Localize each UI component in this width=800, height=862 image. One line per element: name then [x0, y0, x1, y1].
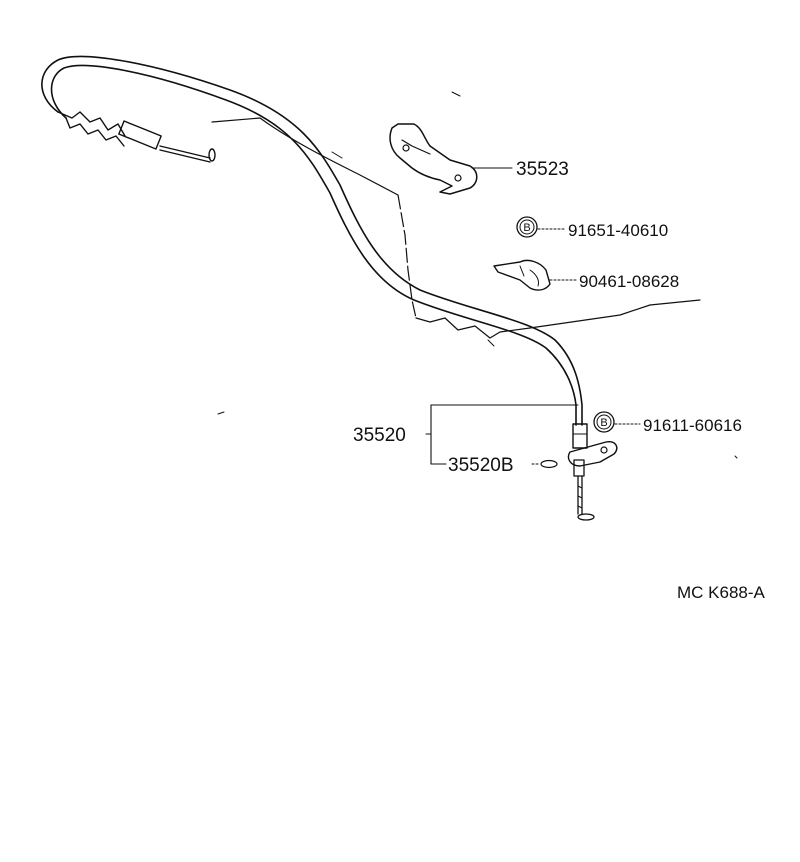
- body-outline: [211, 91, 738, 459]
- bolt-badge-1: B: [516, 216, 538, 238]
- part-number-35520B: 35520B: [448, 455, 514, 476]
- throttle-cable: [41, 55, 583, 426]
- part-number-35523: 35523: [516, 159, 569, 180]
- part-number-35520: 35520: [353, 425, 406, 446]
- cable-end-left: [57, 111, 216, 163]
- part-number-91651: 91651-40610: [568, 221, 668, 240]
- part-number-90461: 90461-08628: [579, 272, 679, 291]
- badge-letter-2: B: [600, 417, 607, 429]
- badge-letter-1: B: [523, 222, 530, 234]
- part-number-91611: 91611-60616: [643, 416, 742, 435]
- catalog-code: MC K688-A: [677, 583, 766, 602]
- bracket-leader-35520: [425, 404, 579, 469]
- bolt-badge-2: B: [593, 411, 615, 433]
- cable-end-lower: [567, 423, 618, 521]
- bracket-35523: [389, 123, 478, 195]
- cable-clamp: [493, 259, 551, 291]
